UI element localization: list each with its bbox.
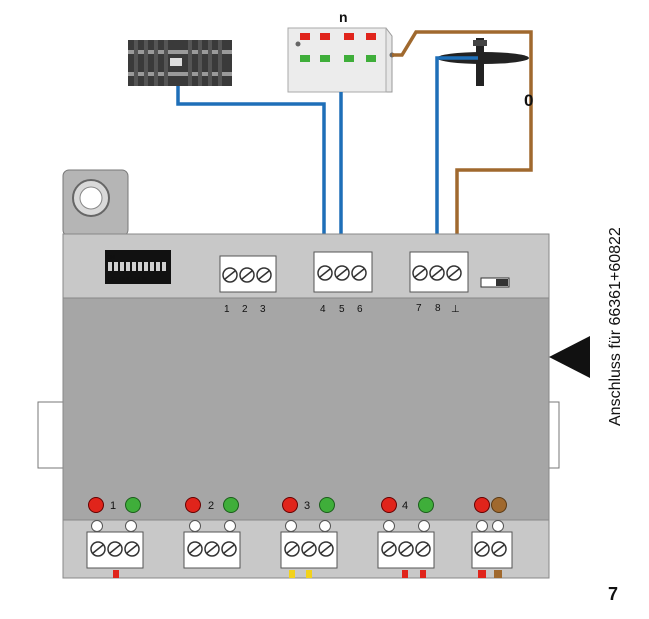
- wire-symbol-label: n: [339, 9, 348, 25]
- terminal-label-5: 5: [339, 304, 345, 315]
- terminal-block-1-3: [219, 255, 277, 293]
- terminal-label-8: 8: [435, 303, 441, 314]
- page-number: 7: [608, 584, 618, 604]
- terminal-numbers: 1 2 3 4 5 6 7 8 ⊥: [224, 303, 460, 315]
- terminal-label-2: 2: [242, 304, 248, 315]
- dip-switch-numbers: 1 2 3 4 5 6 7 8 9 10: [107, 276, 147, 281]
- led-green-1: [125, 497, 141, 513]
- track-piece: [128, 40, 232, 86]
- terminal-label-1: 1: [224, 304, 230, 315]
- terminal-label-3: 3: [260, 304, 266, 315]
- output-module-2: 2: [183, 497, 241, 569]
- module-label-3: 3: [304, 500, 310, 512]
- led-brown-5: [491, 497, 507, 513]
- terminal-block-7-ground: [409, 251, 469, 293]
- wire-label-zero: 0: [524, 91, 533, 110]
- terminal-block-4-6: [313, 251, 373, 293]
- signal-symbol: [437, 38, 529, 86]
- decoder-housing: [37, 169, 560, 579]
- output-module-3: 3: [280, 497, 338, 578]
- module-label-1: 1: [110, 500, 116, 512]
- module-label-2: 2: [208, 500, 214, 512]
- terminal-label-4: 4: [320, 304, 326, 315]
- dip-switch[interactable]: ON 1 2 3 4 5 6 7 8 9 10: [105, 250, 171, 284]
- led-red-2: [185, 497, 201, 513]
- led-green-4: [418, 497, 434, 513]
- led-red-5: [474, 497, 490, 513]
- keyboard-panel: n: [287, 9, 395, 93]
- connection-arrow: [549, 336, 590, 378]
- led-red-3: [282, 497, 298, 513]
- led-red-4: [381, 497, 397, 513]
- side-note: Anschluss für 66361+60822: [607, 227, 624, 426]
- terminal-label-ground: ⊥: [451, 304, 460, 315]
- terminal-label-7: 7: [416, 303, 422, 314]
- output-module-5: [471, 497, 513, 578]
- output-module-1: 1: [86, 497, 144, 578]
- module-label-4: 4: [402, 500, 408, 512]
- output-module-4: 4: [377, 497, 435, 578]
- led-red-1: [88, 497, 104, 513]
- wires: [176, 30, 533, 252]
- dip-switch-on-label: ON: [107, 255, 115, 261]
- slide-switch[interactable]: [480, 277, 510, 288]
- led-green-3: [319, 497, 335, 513]
- terminal-label-6: 6: [357, 304, 363, 315]
- led-green-2: [223, 497, 239, 513]
